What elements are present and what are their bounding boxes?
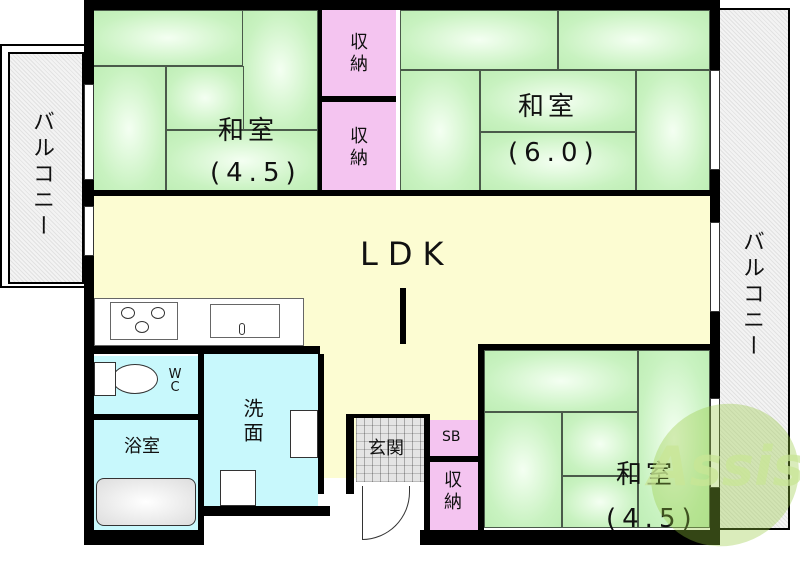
storage-closet-2 [322, 102, 396, 192]
tatami-mat [400, 70, 480, 192]
storage-closet-3 [430, 462, 478, 530]
wall-toilet-bath [94, 414, 202, 420]
front-door[interactable] [362, 486, 410, 540]
storage-2-label: 収納 [347, 126, 368, 170]
wall-ldk-se [478, 344, 710, 350]
toilet-tank-icon [94, 362, 116, 396]
washitsu-nw-label: 和室 [218, 116, 279, 146]
shoe-box-label: SB [442, 429, 461, 445]
wall-wash-hall [318, 354, 324, 494]
tatami-mat [480, 70, 636, 132]
burner-icon [121, 307, 135, 319]
toilet-label: WC [168, 367, 182, 395]
balcony-door-west[interactable] [84, 206, 94, 256]
kitchen-sink [210, 304, 280, 338]
washbasin-icon [290, 410, 318, 458]
wall-kitchen-wet [94, 346, 320, 354]
wall-bottom [84, 530, 204, 545]
wall-bottom-right [420, 530, 720, 545]
tatami-mat [638, 350, 710, 528]
wall-left [84, 0, 94, 545]
toilet-icon [112, 364, 158, 394]
shoe-box [430, 420, 478, 456]
wall-tatami-ldk [94, 190, 710, 196]
wall-storage-split [322, 96, 396, 102]
window-east-top [710, 70, 720, 170]
wall-ldk-divider [400, 288, 406, 344]
storage-1-label: 収納 [347, 32, 368, 76]
watermark-text: Assist [648, 435, 800, 498]
washitsu-se-size: (4.5) [606, 504, 698, 534]
washroom-label: 洗面 [240, 398, 264, 446]
wall-top [84, 0, 712, 10]
burner-icon [135, 321, 149, 333]
window-west [84, 84, 94, 180]
tatami-mat [484, 412, 562, 528]
wall-sb-left [424, 414, 430, 534]
window-east-se [710, 398, 720, 488]
tatami-mat [562, 476, 638, 528]
tatami-mat [400, 10, 558, 70]
balcony-west-rail [0, 44, 84, 288]
tatami-mat [166, 66, 244, 130]
wall-se-left [478, 344, 484, 534]
wall-wc-wash [198, 354, 204, 530]
entrance-label: 玄関 [368, 438, 404, 459]
washitsu-nw-size: (4.5) [210, 158, 302, 188]
bath-label: 浴室 [124, 436, 160, 457]
balcony-west-label: バルコニー [29, 110, 54, 240]
bathtub-icon [96, 478, 196, 526]
tatami-mat [484, 350, 638, 412]
storage-3-label: 収納 [441, 470, 462, 514]
wall-storage-middle [318, 10, 322, 192]
balcony-east-label: バルコニー [739, 230, 764, 360]
tatami-mat [92, 66, 166, 192]
tatami-mat [92, 10, 244, 66]
window-east-ldk [710, 222, 720, 312]
balcony-east [718, 8, 790, 530]
washitsu-ne-label: 和室 [518, 92, 579, 122]
tatami-mat [562, 412, 638, 476]
balcony-west [8, 52, 84, 284]
washitsu-ne-size: (6.0) [508, 138, 600, 168]
ldk-label: LDK [360, 235, 454, 273]
wall-sb-storage [430, 456, 478, 462]
wall-entrance-left [346, 414, 354, 494]
tatami-mat [242, 10, 318, 130]
wall-wash-bottom [204, 506, 330, 516]
faucet-icon [239, 323, 245, 335]
stove [110, 302, 178, 340]
burner-icon [151, 307, 165, 319]
washitsu-se-label: 和室 [616, 460, 677, 490]
entrance-genkan [356, 418, 426, 482]
washing-machine-icon [220, 470, 256, 506]
wall-entrance-top [346, 414, 430, 418]
tatami-mat [636, 70, 710, 192]
tatami-mat [558, 10, 710, 70]
storage-closet-1 [322, 10, 396, 96]
